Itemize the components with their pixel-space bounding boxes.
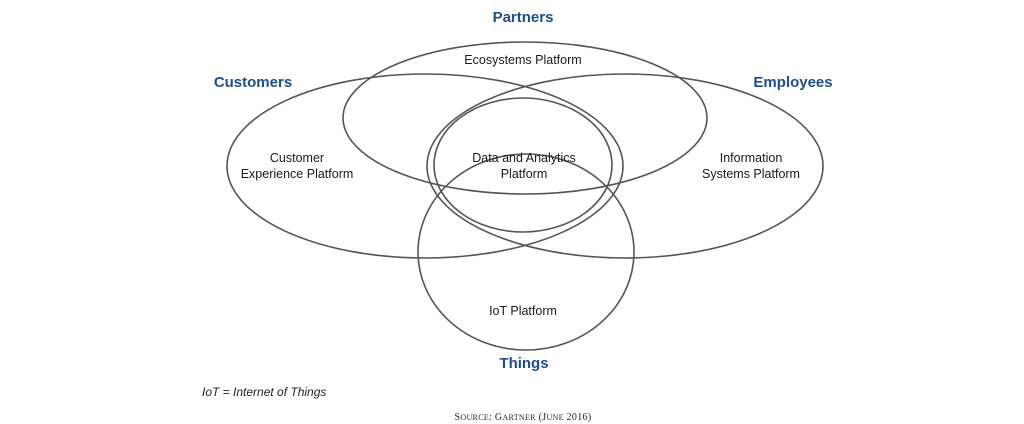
source-citation: SOURCE: GARTNER (JUNE 2016) xyxy=(455,412,592,423)
partners-ellipse xyxy=(342,41,708,195)
customer-experience-platform-label-line1: Customer xyxy=(270,151,324,165)
data-analytics-platform-label-line1: Data and Analytics xyxy=(472,151,576,165)
data-analytics-ellipse xyxy=(433,97,613,233)
ecosystems-platform-label: Ecosystems Platform xyxy=(464,53,581,67)
information-systems-platform-label-line1: Information xyxy=(720,151,783,165)
things-label: Things xyxy=(499,355,548,372)
customers-label: Customers xyxy=(214,74,292,91)
footnote: IoT = Internet of Things xyxy=(202,385,326,399)
customers-ellipse xyxy=(226,73,624,259)
employees-label: Employees xyxy=(753,74,832,91)
customer-experience-platform-label-line2: Experience Platform xyxy=(241,167,354,181)
iot-platform-label: IoT Platform xyxy=(489,304,557,318)
things-ellipse xyxy=(417,153,635,351)
data-analytics-platform-label-line2: Platform xyxy=(501,167,548,181)
partners-label: Partners xyxy=(493,9,554,26)
employees-ellipse xyxy=(426,73,824,259)
information-systems-platform-label-line2: Systems Platform xyxy=(702,167,800,181)
